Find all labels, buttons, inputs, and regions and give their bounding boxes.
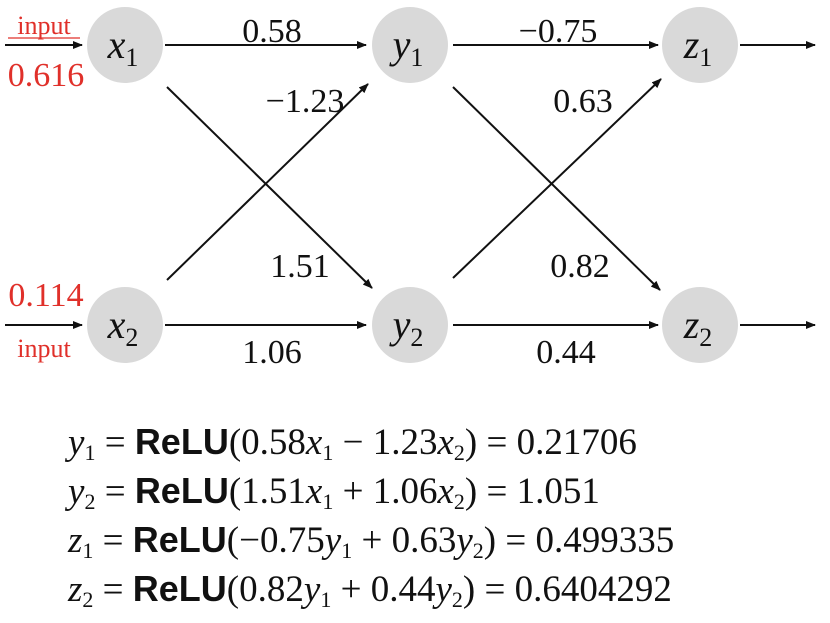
svg-text:y2: y2	[389, 302, 424, 352]
svg-text:z2: z2	[683, 302, 713, 352]
weight-y1-z1: −0.75	[519, 13, 598, 50]
edge-x2-y1	[166, 83, 369, 281]
eq-term1-coef: 1.51	[241, 471, 306, 512]
eq-term2-sub: 2	[453, 489, 465, 514]
eq-term1-sub: 1	[322, 489, 334, 514]
eq-function: ReLU	[134, 421, 229, 462]
svg-text:y1: y1	[389, 22, 424, 72]
weight-x1-y1: 0.58	[242, 13, 302, 50]
equation-y2: y2 = ReLU(1.51x1 + 1.06x2) = 1.051	[68, 470, 600, 514]
node-z2-letter: z	[683, 302, 700, 347]
eq-lhs-var: z	[68, 569, 83, 610]
eq-term1-sub: 1	[341, 538, 353, 563]
weight-x2-y2: 1.06	[242, 334, 302, 371]
eq-lhs-var: y	[68, 471, 85, 512]
eq-term2-var: y	[435, 569, 452, 610]
weight-x1-y2: 1.51	[270, 248, 330, 285]
input-label-x2: input	[17, 334, 71, 363]
eq-term1-var: y	[324, 520, 342, 561]
eq-term1-coef: 0.82	[239, 569, 304, 610]
edge-y1-z2	[452, 86, 661, 291]
equation-y1: y1 = ReLU(0.58x1 − 1.23x2) = 0.21706	[68, 421, 637, 465]
input-value-x2: 0.114	[8, 277, 83, 314]
eq-operator: +	[331, 569, 371, 610]
node-z1-subscript: 1	[699, 43, 712, 72]
eq-lhs-sub: 2	[82, 587, 94, 612]
input-value-x1: 0.616	[8, 57, 85, 94]
eq-function: ReLU	[132, 568, 227, 609]
eq-operator: +	[333, 471, 373, 512]
eq-term1-coef: 0.58	[241, 422, 306, 463]
eq-term1-sub: 1	[322, 440, 334, 465]
eq-term2-sub: 2	[472, 538, 484, 563]
eq-term1-var: x	[305, 471, 323, 512]
edge-y2-z1	[452, 78, 662, 279]
input-label-x1: input	[17, 11, 71, 40]
weight-y2-z2: 0.44	[536, 334, 596, 371]
eq-term2-var: x	[437, 471, 454, 512]
eq-result: 1.051	[516, 471, 600, 512]
eq-function: ReLU	[132, 519, 227, 560]
node-x1-letter: x	[107, 22, 126, 67]
eq-function: ReLU	[134, 470, 229, 511]
node-y2-letter: y	[389, 302, 411, 347]
eq-lhs-sub: 1	[82, 538, 94, 563]
eq-operator: +	[352, 520, 392, 561]
eq-term2-var: y	[456, 520, 473, 561]
eq-term2-coef: 0.44	[370, 569, 436, 610]
node-y1: y1	[372, 7, 448, 83]
eq-term2-var: x	[437, 422, 454, 463]
equation-z1: z1 = ReLU(−0.75y1 + 0.63y2) = 0.499335	[68, 519, 675, 563]
eq-result: 0.499335	[535, 520, 675, 561]
edge-x1-y2	[166, 86, 373, 289]
weight-x2-y1: −1.23	[266, 83, 345, 120]
eq-term2-coef: 1.06	[372, 471, 438, 512]
node-y1-letter: y	[389, 22, 411, 67]
node-z2: z2	[662, 287, 738, 363]
svg-text:x2: x2	[107, 302, 139, 352]
eq-term2-sub: 2	[453, 440, 465, 465]
eq-term1-coef: −0.75	[239, 520, 325, 561]
equations-block: y1 = ReLU(0.58x1 − 1.23x2) = 0.21706 y2 …	[68, 418, 674, 614]
node-z2-subscript: 2	[699, 323, 712, 352]
node-y2-subscript: 2	[410, 323, 423, 352]
node-x2: x2	[87, 287, 163, 363]
eq-lhs-var: y	[68, 422, 85, 463]
eq-term1-sub: 1	[320, 587, 332, 612]
eq-term2-coef: 1.23	[372, 422, 438, 463]
eq-lhs-sub: 1	[84, 440, 96, 465]
eq-lhs-sub: 2	[84, 489, 96, 514]
eq-term1-var: x	[305, 422, 323, 463]
svg-text:x1: x1	[107, 22, 139, 72]
node-z1-letter: z	[683, 22, 700, 67]
eq-term2-coef: 0.63	[391, 520, 457, 561]
weight-y2-z1: 0.63	[553, 83, 613, 120]
node-x1: x1	[87, 7, 163, 83]
node-x2-letter: x	[107, 302, 126, 347]
eq-term2-sub: 2	[451, 587, 463, 612]
eq-result: 0.21706	[516, 422, 637, 463]
eq-result: 0.6404292	[514, 569, 672, 610]
svg-text:z1: z1	[683, 22, 713, 72]
eq-operator: −	[333, 422, 373, 463]
node-y2: y2	[372, 287, 448, 363]
node-z1: z1	[662, 7, 738, 83]
weight-y1-z2: 0.82	[550, 248, 610, 285]
equation-z2: z2 = ReLU(0.82y1 + 0.44y2) = 0.6404292	[68, 568, 672, 612]
network-diagram: x1 x2 y1 y2 z1 z2 input 0.616 0.114 inpu…	[5, 7, 816, 371]
node-x1-subscript: 1	[125, 43, 138, 72]
eq-term1-var: y	[303, 569, 321, 610]
node-x2-subscript: 2	[125, 323, 138, 352]
node-y1-subscript: 1	[410, 43, 423, 72]
eq-lhs-var: z	[68, 520, 83, 561]
